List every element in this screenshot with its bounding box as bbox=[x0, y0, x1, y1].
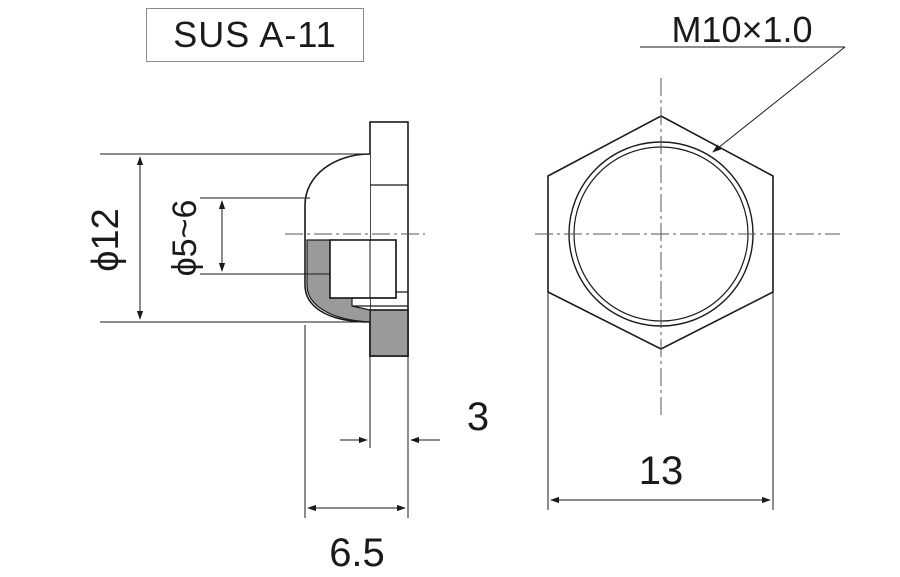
hex-width-label: 13 bbox=[639, 449, 684, 493]
inner-diameter-dimension bbox=[200, 197, 330, 275]
side-section-view bbox=[304, 121, 409, 357]
material-label-box: SUS A-11 bbox=[146, 8, 364, 62]
outer-diameter-dimension bbox=[100, 153, 365, 323]
flange-thickness-dimension bbox=[340, 356, 440, 448]
inner-diameter-label: ϕ5~6 bbox=[166, 200, 204, 277]
flange-section-fill bbox=[369, 309, 409, 357]
total-length-dimension bbox=[304, 325, 409, 518]
dome-section-fill bbox=[306, 239, 371, 323]
inner-bore bbox=[329, 239, 397, 299]
flange-thickness-label: 3 bbox=[467, 395, 489, 439]
thread-leader bbox=[640, 46, 846, 153]
hex-width-dimension bbox=[547, 292, 774, 510]
thread-label: M10×1.0 bbox=[671, 9, 812, 50]
outer-diameter-label: ϕ12 bbox=[85, 208, 127, 272]
material-label: SUS A-11 bbox=[173, 14, 337, 55]
total-length-label: 6.5 bbox=[329, 531, 385, 575]
